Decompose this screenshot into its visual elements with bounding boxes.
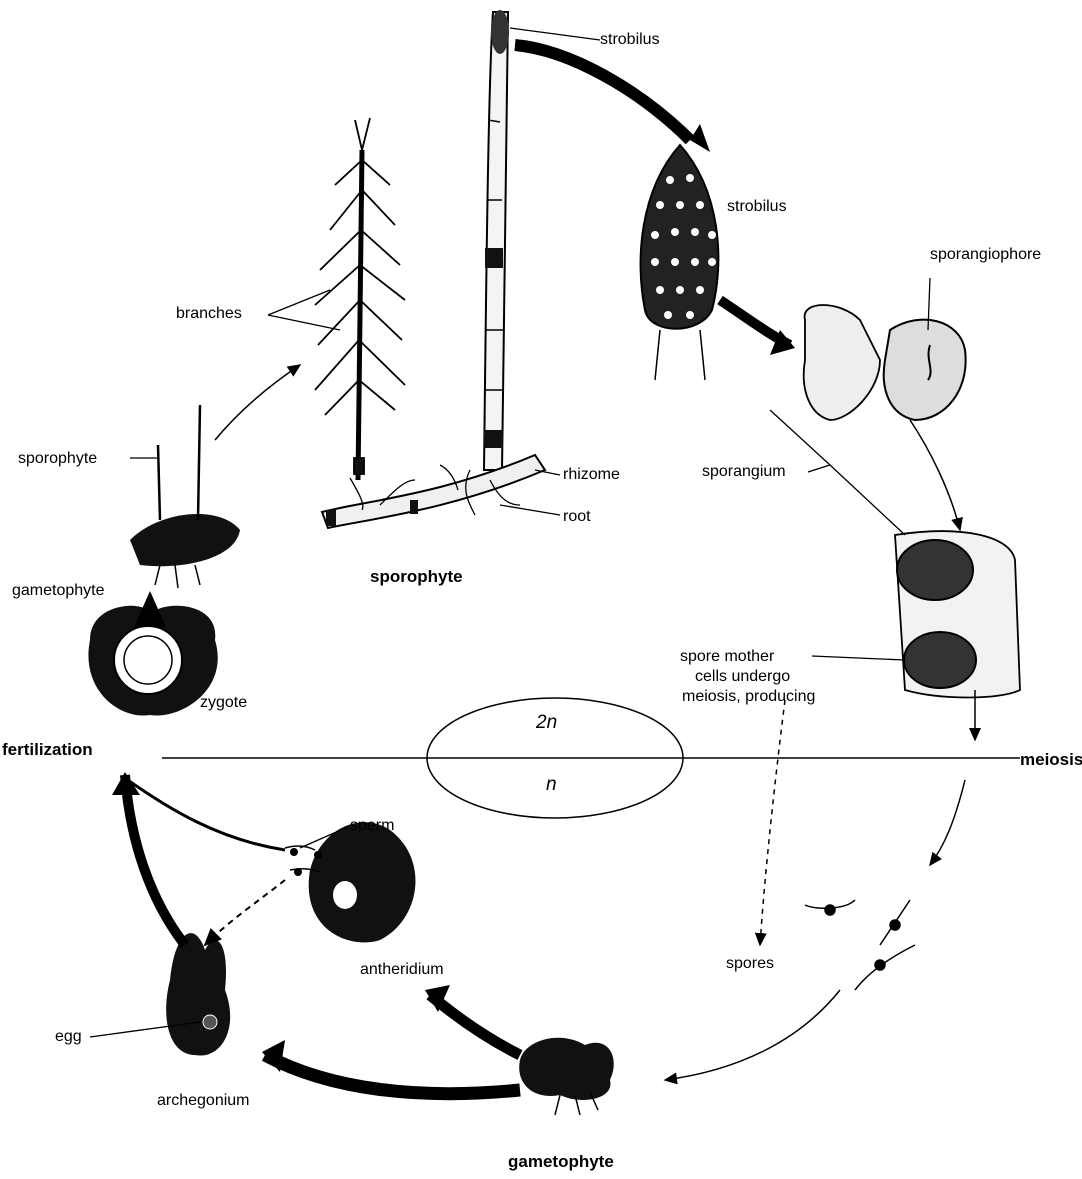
- label-strobilus-mid: strobilus: [727, 198, 787, 216]
- label-spores: spores: [726, 955, 774, 973]
- label-branches: branches: [176, 305, 242, 323]
- gametophyte-thallus: [519, 1038, 614, 1115]
- archegonium: [166, 933, 230, 1055]
- zygote-archegonium: [88, 595, 217, 716]
- label-sporangium: sporangium: [702, 463, 786, 481]
- label-sporophyte-small: sporophyte: [18, 450, 97, 468]
- label-gametophyte-bottom: gametophyte: [508, 1153, 614, 1171]
- label-sperm: sperm: [350, 817, 394, 835]
- label-fertilization: fertilization: [2, 741, 93, 759]
- sporangiophore: [804, 305, 966, 420]
- label-spore-mother-3: meiosis, producing: [682, 688, 815, 706]
- label-root: root: [563, 508, 591, 526]
- strobilus-closeup: [641, 145, 719, 380]
- sporangium-section: [895, 531, 1020, 697]
- label-zygote: zygote: [200, 694, 247, 712]
- label-egg: egg: [55, 1028, 82, 1046]
- cycle-arrows: [112, 45, 975, 1094]
- antheridium: [285, 822, 415, 942]
- label-spore-mother-1: spore mother: [680, 648, 774, 666]
- label-sporangiophore: sporangiophore: [930, 246, 1041, 264]
- fertile-stem: [484, 10, 509, 470]
- vegetative-stem: [315, 118, 405, 480]
- label-strobilus-top: strobilus: [600, 31, 660, 49]
- label-gametophyte-top: gametophyte: [12, 582, 105, 600]
- spores: [805, 900, 915, 990]
- label-ploidy-2n: 2n: [536, 714, 557, 732]
- label-ploidy-n: n: [546, 776, 557, 794]
- label-rhizome: rhizome: [563, 466, 620, 484]
- label-sporophyte-main: sporophyte: [370, 568, 463, 586]
- label-spore-mother-2: cells undergo: [695, 668, 790, 686]
- label-antheridium: antheridium: [360, 961, 444, 979]
- label-archegonium: archegonium: [157, 1092, 250, 1110]
- label-meiosis: meiosis: [1020, 751, 1082, 769]
- young-sporophyte: [130, 405, 240, 588]
